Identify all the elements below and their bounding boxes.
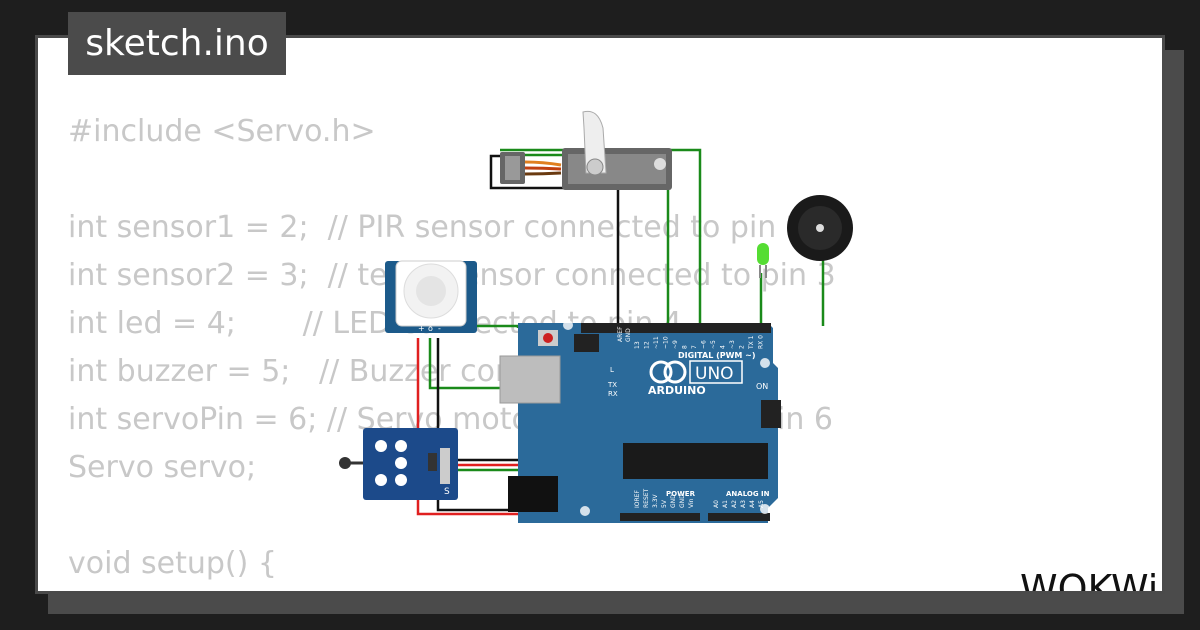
analog-pin-label: A2 (731, 500, 738, 508)
analog-pin-label: A5 (758, 500, 765, 508)
code-line: void setup() { (68, 546, 277, 581)
logo-text: WOKWi (1020, 567, 1158, 594)
power-pin-label: Vin (688, 498, 695, 508)
arduino-model-label: UNO (695, 364, 734, 384)
svg-text:-: - (438, 324, 441, 333)
on-led-label: ON (756, 382, 768, 391)
power-pin-label: 5V (661, 499, 668, 508)
aref-pin-label: AREF (617, 326, 624, 342)
digital-pin-label: ~9 (672, 340, 679, 349)
temperature-sensor[interactable]: S (339, 428, 458, 500)
digital-pin-label: 12 (644, 341, 651, 349)
wokwi-logo: WOKWi (1020, 567, 1158, 594)
digital-pin-label: 13 (634, 341, 641, 349)
power-header-label: POWER (666, 490, 696, 498)
svg-text:S: S (444, 487, 450, 497)
analog-header-label: ANALOG IN (726, 490, 770, 498)
digital-pin-label: ~10 (663, 336, 670, 349)
power-pin-label: 3.3V (652, 493, 659, 508)
digital-pin-label: ~3 (729, 340, 736, 349)
gnd-pin-label: GND (625, 328, 632, 342)
digital-pin-label: 2 (739, 345, 746, 349)
power-pin-label: GND (670, 494, 677, 508)
digital-header-label: DIGITAL (PWM ~) (678, 351, 756, 360)
analog-pin-label: A4 (749, 500, 756, 508)
l-led-label: L (610, 366, 614, 374)
circuit-diagram: + o - S (339, 110, 853, 523)
analog-pin-label: A1 (722, 500, 729, 508)
arduino-brand-label: ARDUINO (648, 384, 706, 397)
digital-pin-label: 4 (720, 345, 727, 349)
led-green[interactable] (757, 243, 769, 278)
rx-led-label: RX (608, 390, 618, 398)
digital-pin-label: ~5 (710, 340, 717, 349)
digital-pin-label: TX 1 (748, 335, 755, 350)
analog-pin-label: A3 (740, 500, 747, 508)
digital-pin-label: RX 0 (758, 335, 765, 349)
svg-text:o: o (428, 324, 433, 333)
pir-sensor[interactable]: + o - (385, 260, 477, 333)
code-line: #include <Servo.h> (68, 114, 376, 149)
servo-motor[interactable] (500, 110, 672, 190)
power-pin-label: IOREF (634, 490, 641, 508)
code-line: Servo servo; (68, 450, 257, 485)
wire-servo-gnd (489, 154, 620, 328)
analog-pin-label: A0 (713, 500, 720, 508)
digital-pin-label: 8 (682, 345, 689, 349)
digital-pin-label: 7 (691, 345, 698, 349)
file-tab[interactable]: sketch.ino (68, 12, 286, 75)
power-pin-label: RESET (643, 488, 650, 508)
digital-pin-label: ~6 (701, 340, 708, 349)
preview-card: #include <Servo.h>int sensor1 = 2; // PI… (35, 35, 1165, 594)
digital-pin-label: ~11 (653, 336, 660, 349)
power-pin-label: GND (679, 494, 686, 508)
svg-text:+: + (418, 324, 425, 333)
tx-led-label: TX (607, 381, 617, 389)
buzzer[interactable] (787, 195, 853, 261)
arduino-uno-board[interactable]: ARDUINO UNO DIGITAL (PWM ~) POWER ANALOG… (499, 320, 781, 523)
